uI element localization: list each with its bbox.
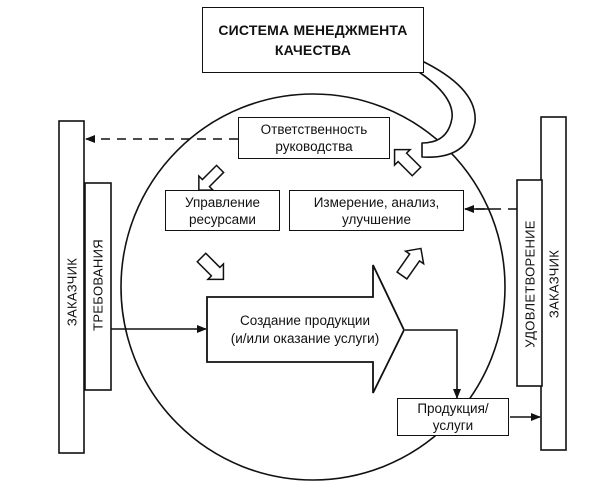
hollow-arrow-responsibility-to-resources [198,164,225,191]
process-cycle-circle [120,93,506,481]
measurement-analysis-line1: Измерение, анализ, [313,194,440,210]
product-realization-line1: Создание продукции [239,313,371,328]
qms-title-line1: СИСТЕМА МЕНЕДЖМЕНТА [218,22,408,38]
product-output-line2: услуги [432,418,474,433]
qms-title-line2: КАЧЕСТВА [274,42,352,58]
management-responsibility-line2: руководства [275,139,353,154]
hollow-arrow-measurement-to-responsibility [393,148,422,177]
left-requirements-bar [84,182,112,391]
resource-management-line2: ресурсами [189,211,256,227]
hollow-arrow-resources-to-realization [196,252,225,281]
measurement-analysis-line2: улучшение [342,211,411,227]
product-realization-arrow [206,264,406,394]
quality-management-system-box: СИСТЕМА МЕНЕДЖМЕНТА КАЧЕСТВА [202,7,424,73]
product-output-line1: Продукция/ [417,401,489,416]
measurement-analysis-box: Измерение, анализ, улучшение [289,190,464,231]
management-responsibility-box: Ответственность руководства [238,117,390,159]
product-realization-line2: (и/или оказание услуги) [230,331,380,346]
resource-management-line1: Управление [184,194,261,210]
right-customer-label: ЗАКАЗЧИК [546,249,562,319]
right-satisfaction-label: УДОВЛЕТВОРЕНИЕ [522,220,538,348]
hollow-arrow-realization-to-measurement [396,247,425,280]
left-requirements-label: ТРЕБОВАНИЯ [90,239,106,331]
left-customer-label: ЗАКАЗЧИК [64,257,80,327]
product-realization-label: Создание продукции (и/или оказание услуг… [210,312,400,348]
resource-management-box: Управление ресурсами [165,190,280,231]
product-output-box: Продукция/ услуги [397,398,509,436]
management-responsibility-line1: Ответственность [260,122,368,137]
arrow-realization-to-output [405,329,461,399]
left-customer-bar [58,120,85,454]
right-customer-bar [540,116,567,451]
right-satisfaction-bar [516,179,543,387]
